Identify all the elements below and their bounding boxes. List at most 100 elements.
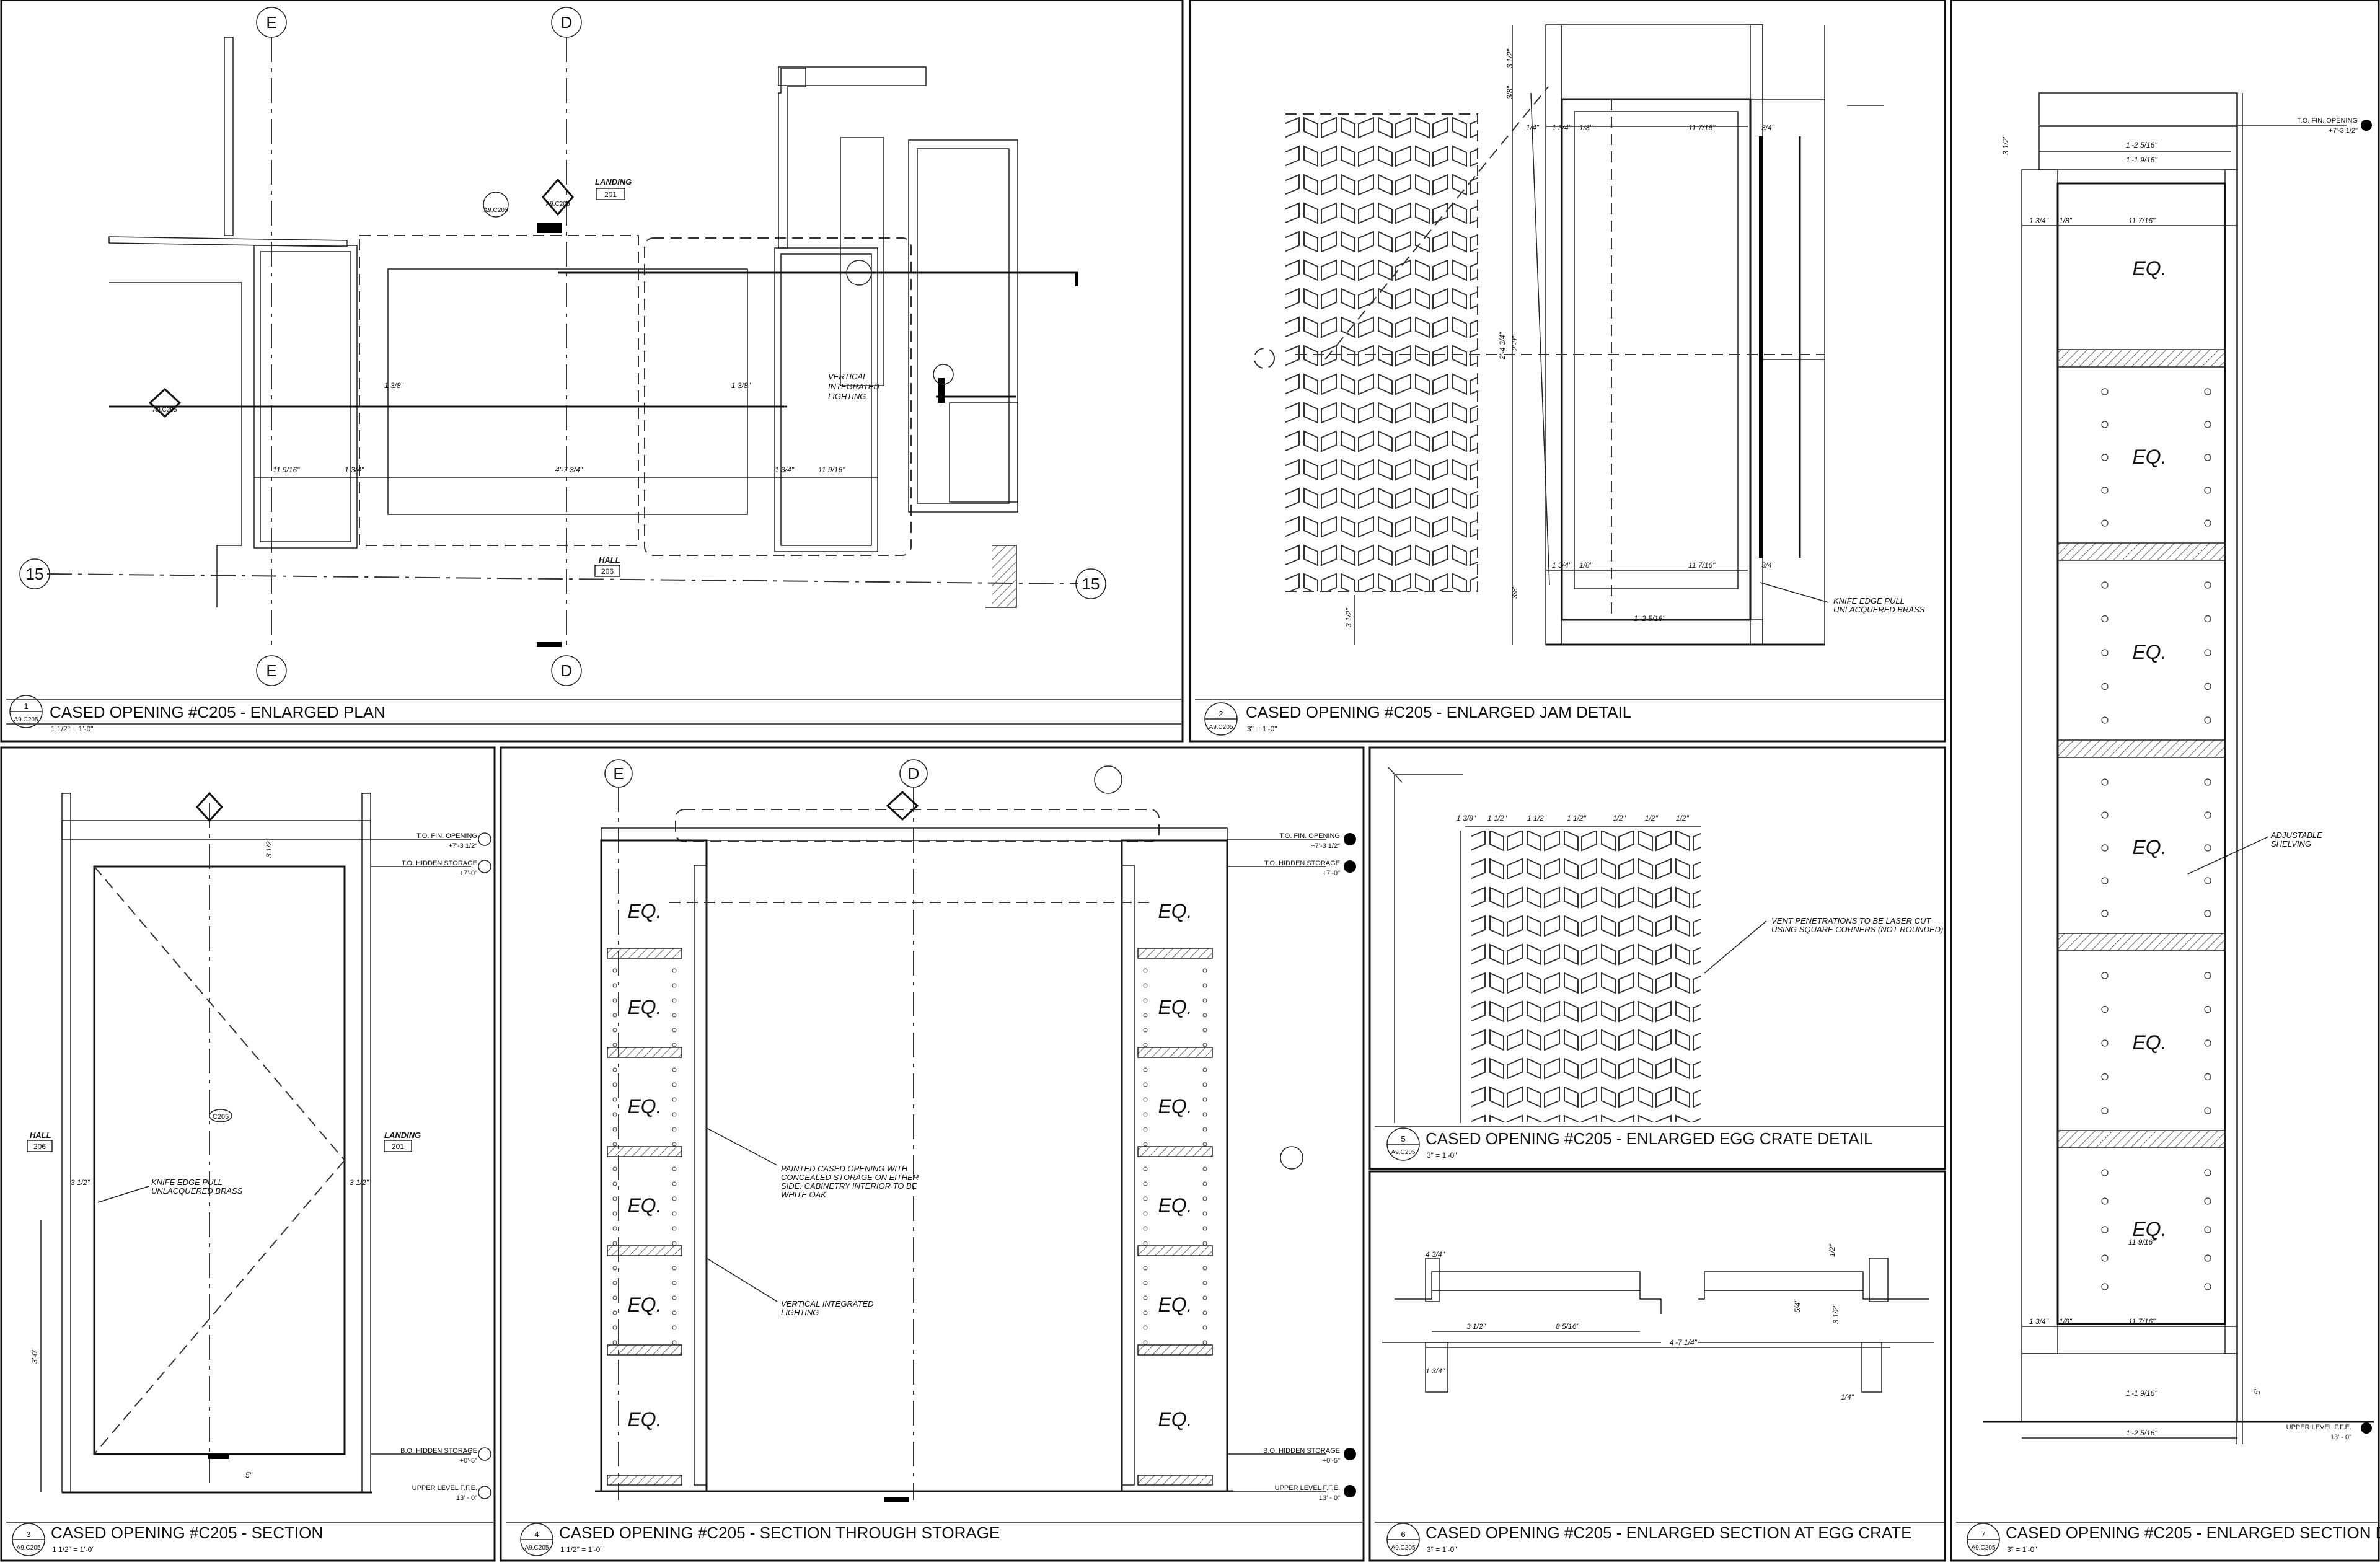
shelf [1137,1047,1213,1058]
shelf-pin-hole [672,1295,677,1300]
view-number-7: 7 [1981,1530,1985,1539]
view-scale-4: 1 1/2" = 1'-0" [560,1545,603,1554]
knife-edge-pull [1759,136,1763,558]
room-number-landing: 201 [392,1142,404,1151]
shelf-pin-hole [1202,1142,1207,1147]
svg-text:A9.C205: A9.C205 [153,407,177,413]
shelf-pin-hole [672,1266,677,1271]
shelf-pin-hole [612,1067,617,1072]
level-bo-hidden: B.O. HIDDEN STORAGE [400,1447,477,1455]
shelf-pin-hole [2204,519,2211,527]
d7-dim-12: 3 1/2" [2001,135,2010,155]
level-marker [2361,1422,2372,1434]
shelf-pin-hole [612,1043,617,1047]
view-title-2: CASED OPENING #C205 - ENLARGED JAM DETAI… [1246,703,1631,721]
shelf-pin-hole [612,983,617,988]
shelf-pin-hole [2204,682,2211,690]
left-shelves: EQ.EQ.EQ.EQ.EQ.EQ. [607,900,682,1486]
grid-label-e-bottom: E [266,661,276,680]
view-title-5: CASED OPENING #C205 - ENLARGED EGG CRATE… [1426,1129,1872,1148]
lighting-note-2: INTEGRATED [828,382,879,391]
shelf-pin-hole [672,1196,677,1201]
shelf-pin-hole [1143,1166,1148,1171]
shelf-pin-hole [612,1013,617,1018]
pull-note-2: UNLACQUERED BRASS [151,1186,243,1196]
shelf-pin-hole [2101,1283,2109,1290]
shelf-pin-hole [2101,1254,2109,1262]
panel-6-frame [1368,1170,1946,1562]
shelf [1137,1344,1213,1356]
egg-section-slats-right [1704,1271,1864,1291]
shelf-pin-hole [612,1281,617,1285]
storage-right-plan [774,247,878,552]
section-tag-4-ref [195,791,224,822]
jamb-dim-1: 3 1/2" [1505,48,1514,68]
shelf-pin-hole [1143,1211,1148,1216]
shelf-pin-hole [2204,778,2211,786]
panel-5-frame [1368,746,1946,1170]
shelf-pin-hole [612,998,617,1003]
shelf-pin-hole [2101,519,2109,527]
view-title-6: CASED OPENING #C205 - ENLARGED SECTION A… [1426,1523,1912,1542]
shelf-pin-hole [672,1166,677,1171]
d7-dim-5: 11 7/16" [2128,216,2156,225]
shelf-pin-hole [1143,1281,1148,1285]
level-fin-opening: T.O. FIN. OPENING [2297,117,2358,125]
shelf-pin-hole [2101,844,2109,852]
panel-7-frame [1950,0,2380,1562]
shelf-pin-hole [672,1211,677,1216]
eq-label: EQ. [1158,1194,1192,1217]
shelf-pin-hole [2204,1197,2211,1205]
title-block-6: 6 A9.C205 CASED OPENING #C205 - ENLARGED… [1375,1522,1944,1556]
shelf-pin-hole [2101,487,2109,494]
shelf-pin-hole [1143,1181,1148,1186]
shelf-pin-hole [2101,682,2109,690]
grid-bubble-d-bottom [551,655,582,686]
shelf-pin-hole [2204,1039,2211,1047]
view-number-3: 3 [26,1530,30,1539]
wall-top-left [108,236,348,247]
shelf-pin-hole [2101,454,2109,461]
eq-label: EQ. [2132,1031,2166,1054]
shelf-pin-hole [672,1226,677,1231]
shelf-pin-hole [2204,1005,2211,1013]
shelf [2057,349,2226,368]
grid-label-15-right: 15 [1082,575,1100,593]
shelf-pin-hole [672,1082,677,1087]
level-hidden-storage-elev: +7'-0" [1323,870,1340,877]
shelf-pin-hole [2101,615,2109,623]
shelf [607,1475,682,1486]
level-upper-ffe: UPPER LEVEL F.F.E. [412,1484,477,1492]
jamb-dim-5: 1/8" [1579,123,1593,132]
shelf [607,1146,682,1157]
eq-label: EQ. [2132,1218,2166,1240]
door-tag-label: C205 [213,1113,229,1121]
level-marker [1344,833,1356,845]
shelf-pin-hole [1202,1310,1207,1315]
shelf-pin-hole [2204,844,2211,852]
title-block-4: 4 A9.C205 CASED OPENING #C205 - SECTION … [506,1522,1362,1556]
room-number-landing: 201 [604,190,617,199]
shelf-pin-hole [2101,1107,2109,1114]
view-scale-6: 3" = 1'-0" [1427,1545,1457,1554]
shelf-pin-hole [2101,421,2109,428]
shelf-pin-hole [672,983,677,988]
d7-dim-6: 11 9/16" [2128,1238,2156,1246]
shelf-pin-hole [612,1196,617,1201]
shelf-pin-hole [612,1226,617,1231]
shelf [2057,542,2226,561]
painted-note-1: PAINTED CASED OPENING WITH [781,1164,908,1173]
eq-label: EQ. [627,1294,661,1316]
grid-bubble-15-right [1075,568,1106,599]
level-fin-opening: T.O. FIN. OPENING [1279,832,1340,840]
shelf-pin-hole [672,968,677,973]
shelf-pin-hole [612,1082,617,1087]
shelf-pin-hole [612,1340,617,1345]
jamb-dim-12: 11 7/16" [1688,561,1716,570]
plan-dim-1: 11 9/16" [273,465,300,474]
shelf-pin-hole [1202,1082,1207,1087]
wall-left [109,282,242,607]
d7-dim-13: 5" [2253,1387,2262,1395]
eq-label: EQ. [2132,836,2166,858]
grid-label-e: E [613,764,624,783]
